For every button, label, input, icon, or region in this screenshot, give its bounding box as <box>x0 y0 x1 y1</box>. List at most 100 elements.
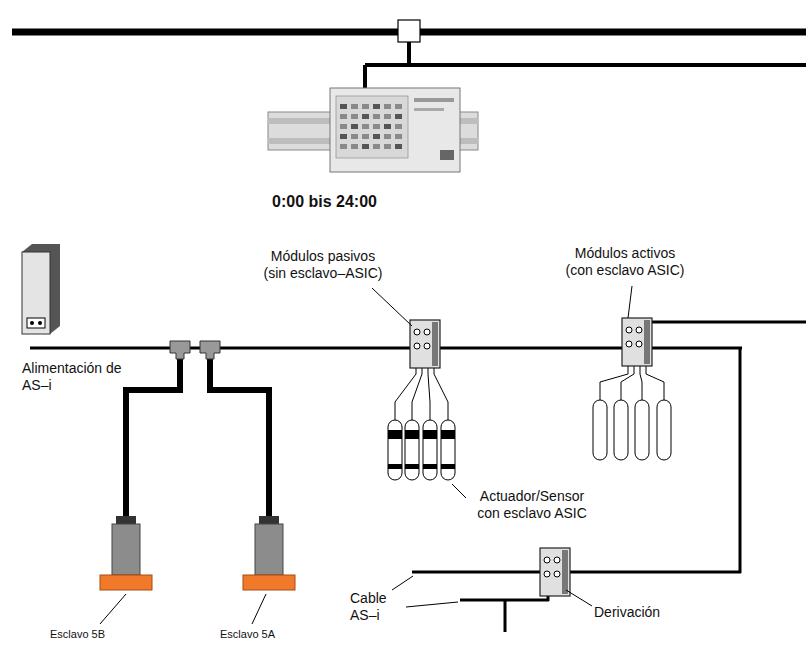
timer-key <box>384 144 391 149</box>
branch-cable <box>504 599 507 632</box>
t-connector <box>170 341 190 359</box>
callout-label: Alimentación de AS–i <box>22 360 122 394</box>
slave-cap <box>116 516 136 524</box>
timer-key <box>362 124 369 129</box>
slave-base <box>100 575 152 590</box>
timer-key <box>395 144 402 149</box>
module-socket <box>544 571 550 577</box>
timer-key <box>362 104 369 109</box>
sensor <box>423 420 437 480</box>
timer-key <box>395 114 402 119</box>
timer-key <box>384 104 391 109</box>
terminal-screw <box>30 321 34 325</box>
timer-key <box>384 134 391 139</box>
asi-cable <box>739 347 742 573</box>
sensor <box>441 420 455 480</box>
slave-base <box>243 575 295 590</box>
timer-key <box>373 104 380 109</box>
sensor-wire <box>600 366 628 400</box>
module-socket <box>554 557 560 563</box>
slave-body <box>112 524 140 575</box>
leader-line <box>566 590 592 606</box>
callout-label: Derivación <box>594 604 660 621</box>
sensor-wire <box>621 366 634 400</box>
asi-module <box>622 318 652 366</box>
sensor-wire <box>412 366 422 420</box>
module-socket <box>544 557 550 563</box>
module-socket <box>636 341 642 347</box>
module-socket <box>414 329 420 335</box>
sensor <box>405 420 419 480</box>
power-supply-side <box>22 244 60 334</box>
timer-key <box>373 134 380 139</box>
sensor <box>388 420 402 480</box>
timer-key <box>351 104 358 109</box>
timer-key <box>395 124 402 129</box>
asic-band <box>405 464 419 469</box>
timer-key <box>351 114 358 119</box>
timer-panel <box>336 96 408 158</box>
asi-module <box>410 320 440 368</box>
sensor-wire <box>434 366 448 420</box>
sensor-wire <box>640 366 642 400</box>
asi-cable <box>412 571 741 574</box>
module-side <box>644 320 650 364</box>
timer-key <box>340 104 347 109</box>
leader-line <box>372 288 412 326</box>
drop-cable <box>126 352 180 520</box>
asic-band <box>405 430 419 439</box>
drop-cable <box>210 352 269 520</box>
timer-key <box>340 134 347 139</box>
asi-cable <box>652 321 806 324</box>
sensor-wire <box>646 366 664 400</box>
timer-key <box>351 144 358 149</box>
module-socket <box>424 343 430 349</box>
sensor <box>657 400 671 460</box>
power-terminal <box>27 318 45 328</box>
timer-key <box>362 114 369 119</box>
timer-key <box>351 134 358 139</box>
sensor-wire <box>428 366 430 420</box>
timer-marking <box>414 98 454 102</box>
leader-line <box>252 594 266 624</box>
asic-band <box>441 430 455 439</box>
modules-and-sensors <box>388 318 671 596</box>
timer-module <box>330 88 460 172</box>
callout-label: Actuador/Sensor con esclavo ASIC <box>468 488 596 522</box>
timer-key <box>351 124 358 129</box>
asic-band <box>388 464 402 469</box>
slave-cap <box>259 516 279 524</box>
module-socket <box>626 341 632 347</box>
timer-key <box>362 134 369 139</box>
timer-key <box>384 124 391 129</box>
leader-line <box>452 484 466 498</box>
slave-body <box>255 524 283 575</box>
timer-key <box>395 104 402 109</box>
power-supply <box>22 252 50 334</box>
timer-key <box>373 114 380 119</box>
callout-label: Módulos pasivos (sin esclavo–ASIC) <box>258 248 388 282</box>
asic-band <box>423 464 437 469</box>
bus-branch <box>365 63 806 67</box>
asic-band <box>441 464 455 469</box>
callout-label: 0:00 bis 24:00 <box>272 192 377 211</box>
sensor-wire <box>395 366 416 420</box>
timer-key <box>373 144 380 149</box>
bus-junction <box>398 20 420 42</box>
sensor <box>614 400 628 460</box>
callout-label: Esclavo 5A <box>220 628 275 641</box>
timer-key <box>384 114 391 119</box>
t-connector <box>200 341 220 359</box>
leader-line <box>628 286 632 318</box>
module-socket <box>424 329 430 335</box>
leader-line <box>392 576 413 590</box>
callout-label: Cable AS–i <box>350 590 402 624</box>
leader-line <box>406 602 458 607</box>
sensor <box>593 400 607 460</box>
timer-keys <box>340 104 402 149</box>
bus-drop <box>407 42 411 65</box>
asic-band <box>423 430 437 439</box>
